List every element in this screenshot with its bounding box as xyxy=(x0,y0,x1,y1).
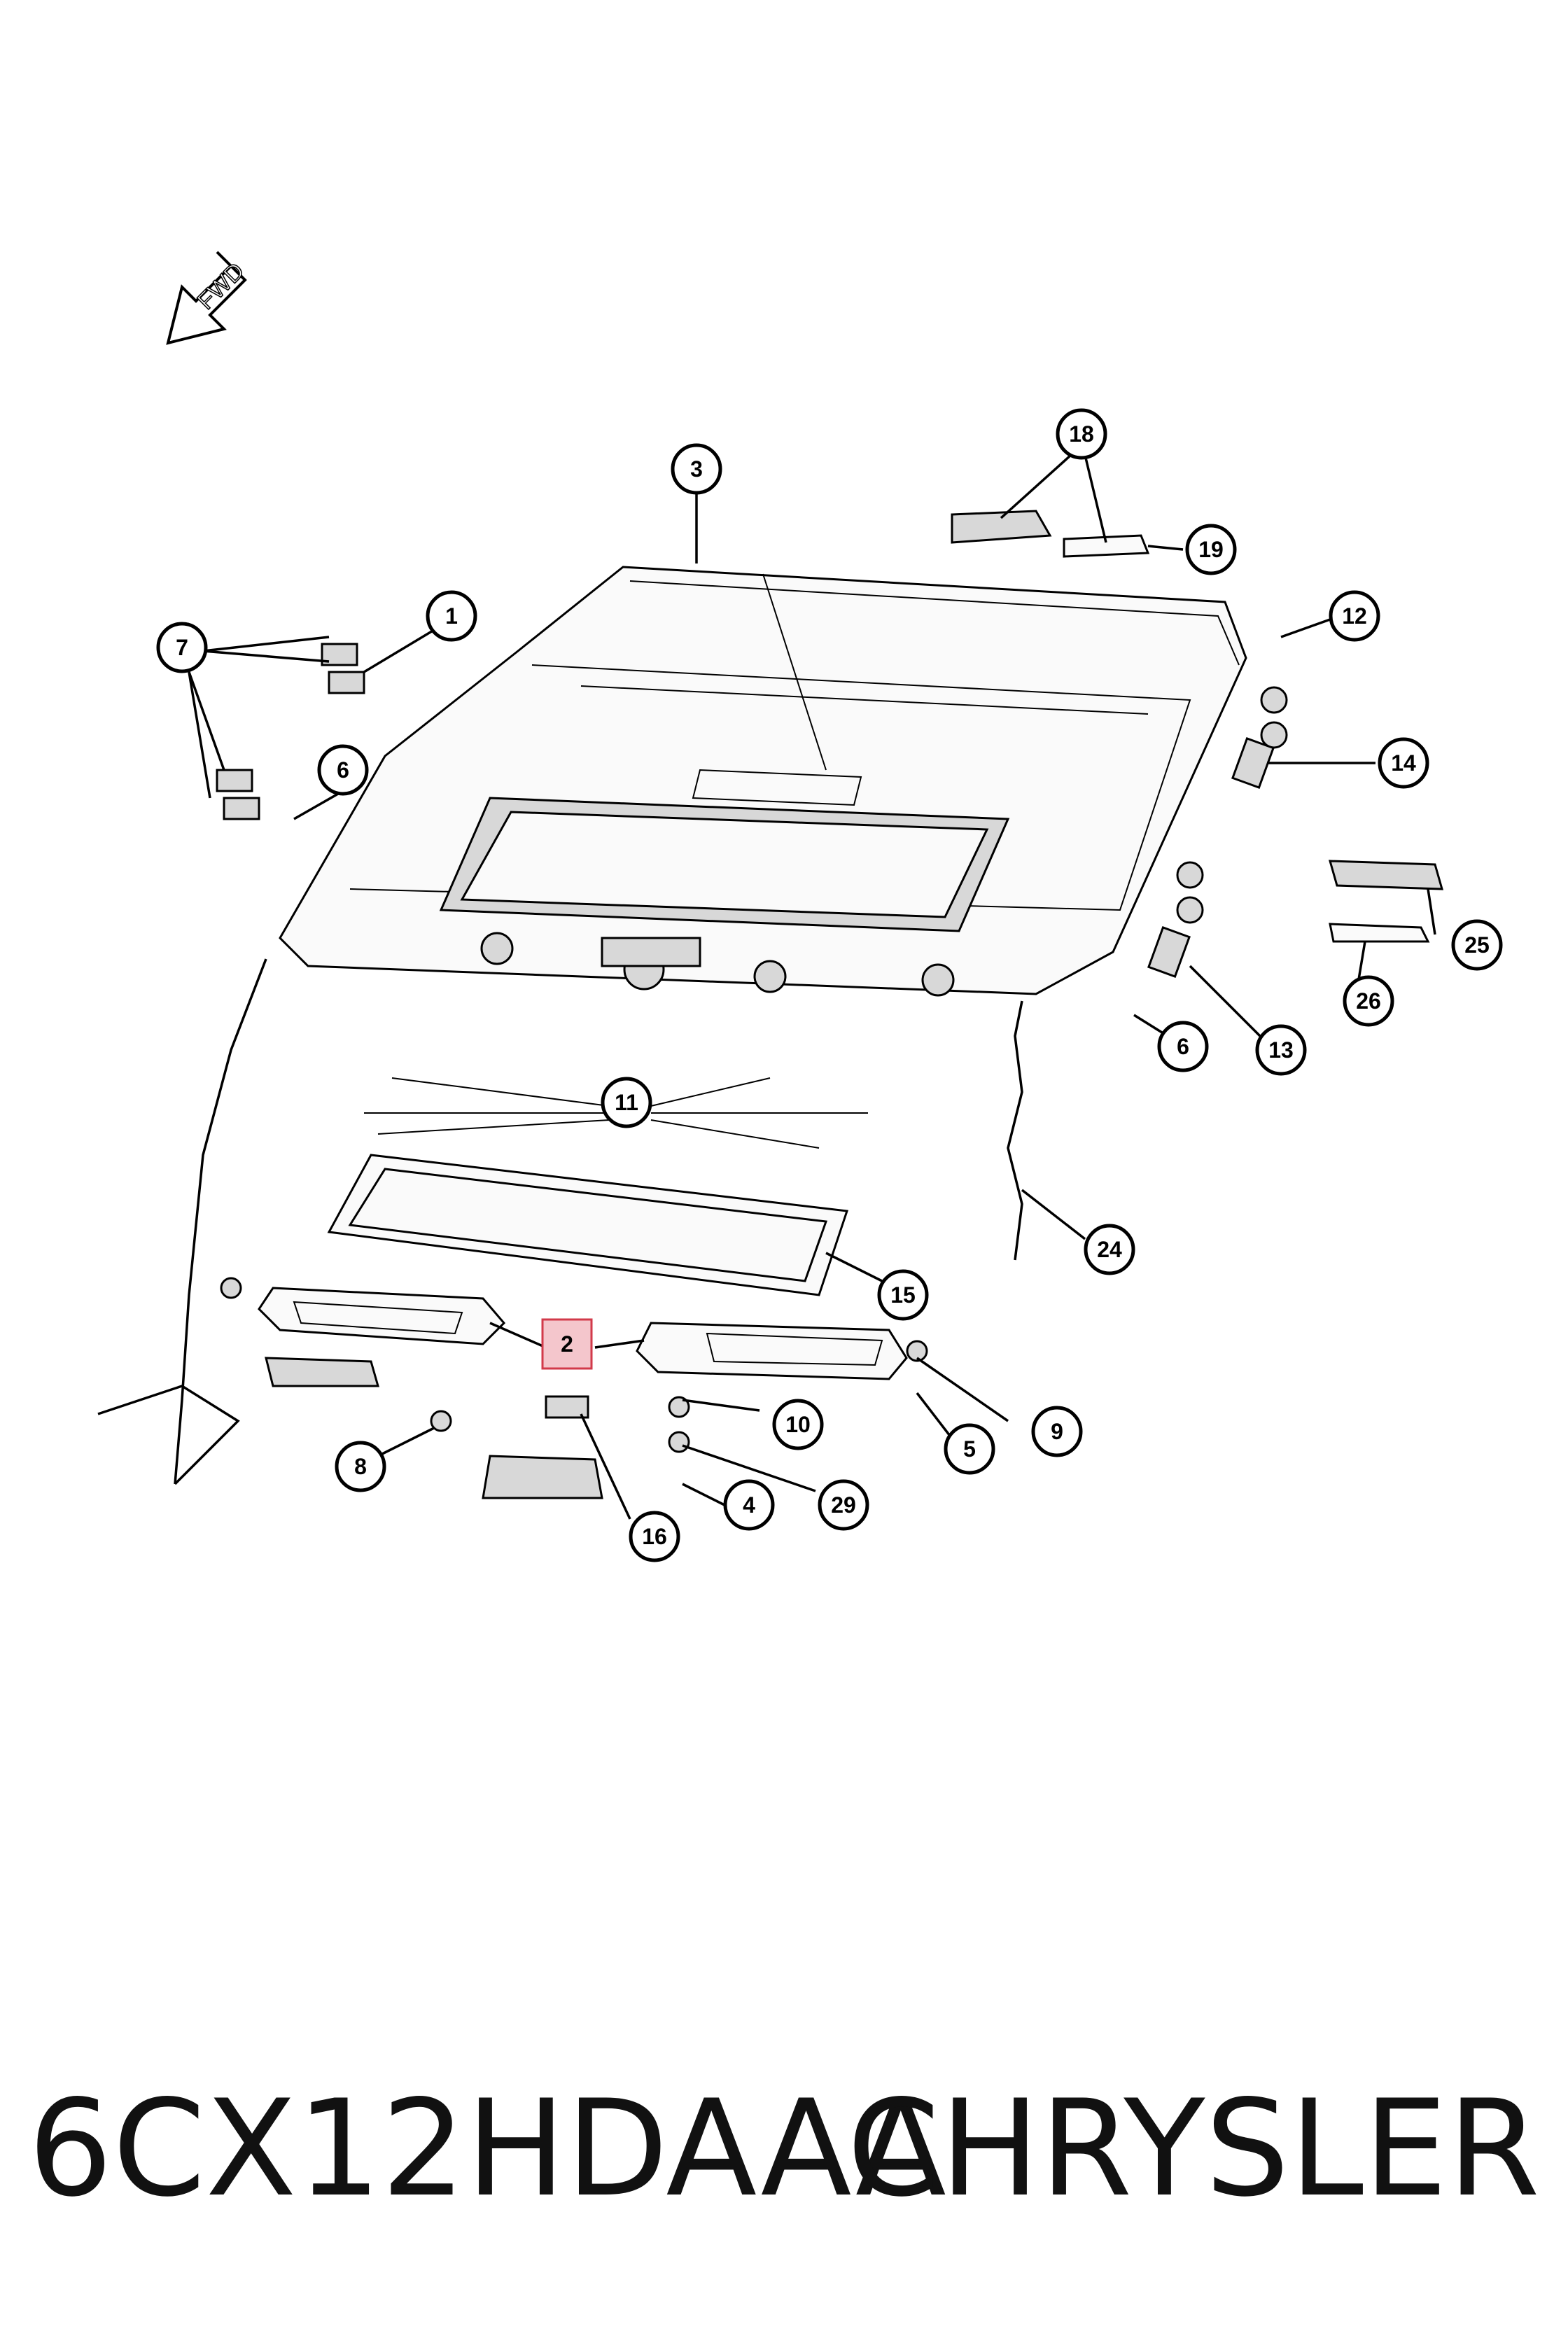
callout-label: 11 xyxy=(615,1090,638,1115)
callout-8[interactable]: 8 xyxy=(335,1441,386,1492)
fwd-arrow-icon: FWD xyxy=(166,251,250,345)
callout-label: 6 xyxy=(1177,1034,1189,1059)
callout-label: 19 xyxy=(1198,537,1224,562)
brand-name: CHRYSLER xyxy=(847,2071,1540,2226)
wire-harness-left xyxy=(174,958,267,1485)
callout-16[interactable]: 16 xyxy=(629,1511,680,1562)
callout-13[interactable]: 13 xyxy=(1255,1024,1307,1076)
part-number: 6CX12HDAAA xyxy=(28,2071,946,2226)
callout-9[interactable]: 9 xyxy=(1031,1406,1083,1457)
callout-3[interactable]: 3 xyxy=(671,443,722,495)
hardware-clips xyxy=(216,643,1288,1453)
callout-1[interactable]: 1 xyxy=(426,590,477,642)
callout-label: 8 xyxy=(354,1454,367,1479)
headliner-panel xyxy=(279,566,1247,997)
callout-label: 6 xyxy=(337,757,349,783)
callout-15[interactable]: 15 xyxy=(877,1269,929,1321)
callout-label: 12 xyxy=(1342,603,1367,629)
callout-label: 14 xyxy=(1391,750,1416,776)
callout-label: 26 xyxy=(1356,988,1381,1014)
callout-7[interactable]: 7 xyxy=(156,622,208,673)
callout-29[interactable]: 29 xyxy=(818,1479,869,1531)
wire-harness-right xyxy=(1007,1000,1023,1261)
sun-visor-right xyxy=(636,1322,908,1380)
callout-6-right[interactable]: 6 xyxy=(1157,1021,1209,1072)
callout-4[interactable]: 4 xyxy=(723,1479,775,1531)
callout-label: 13 xyxy=(1268,1037,1294,1063)
callout-label: 7 xyxy=(176,635,188,660)
callout-11[interactable]: 11 xyxy=(601,1077,652,1128)
callout-19[interactable]: 19 xyxy=(1185,524,1237,575)
callout-label: 2 xyxy=(561,1331,573,1357)
callout-label: 1 xyxy=(445,603,458,629)
callout-25[interactable]: 25 xyxy=(1451,919,1503,971)
callout-18[interactable]: 18 xyxy=(1056,408,1107,460)
callout-label: 29 xyxy=(831,1492,856,1518)
callout-12[interactable]: 12 xyxy=(1329,590,1380,642)
callout-label: 3 xyxy=(690,456,703,482)
callout-14[interactable]: 14 xyxy=(1378,737,1429,789)
grab-handle-18 xyxy=(951,510,1150,558)
overhead-console xyxy=(482,1455,603,1499)
leader-lines xyxy=(188,454,1436,1520)
sunroof-seal xyxy=(327,1154,849,1296)
callout-label: 24 xyxy=(1097,1237,1122,1262)
vanity-mirror xyxy=(265,1357,379,1387)
callout-label: 4 xyxy=(743,1492,755,1518)
callout-5[interactable]: 5 xyxy=(944,1423,995,1475)
callout-2[interactable]: 2 xyxy=(541,1318,593,1370)
callout-label: 15 xyxy=(890,1282,916,1308)
callout-10[interactable]: 10 xyxy=(772,1399,824,1450)
callout-26[interactable]: 26 xyxy=(1343,975,1394,1027)
retainer-clips xyxy=(364,1077,868,1149)
callout-24[interactable]: 24 xyxy=(1084,1224,1135,1275)
callout-label: 10 xyxy=(785,1412,811,1437)
dome-lamp-25 xyxy=(1328,860,1444,943)
callout-label: 25 xyxy=(1464,932,1490,958)
sun-visor-left xyxy=(258,1287,506,1345)
callout-label: 16 xyxy=(642,1524,667,1549)
callout-label: 9 xyxy=(1051,1419,1063,1444)
callout-6-left[interactable]: 6 xyxy=(317,744,369,796)
callout-label: 5 xyxy=(963,1436,976,1462)
wire-harness-loop xyxy=(97,1385,240,1485)
callout-label: 18 xyxy=(1069,421,1094,447)
